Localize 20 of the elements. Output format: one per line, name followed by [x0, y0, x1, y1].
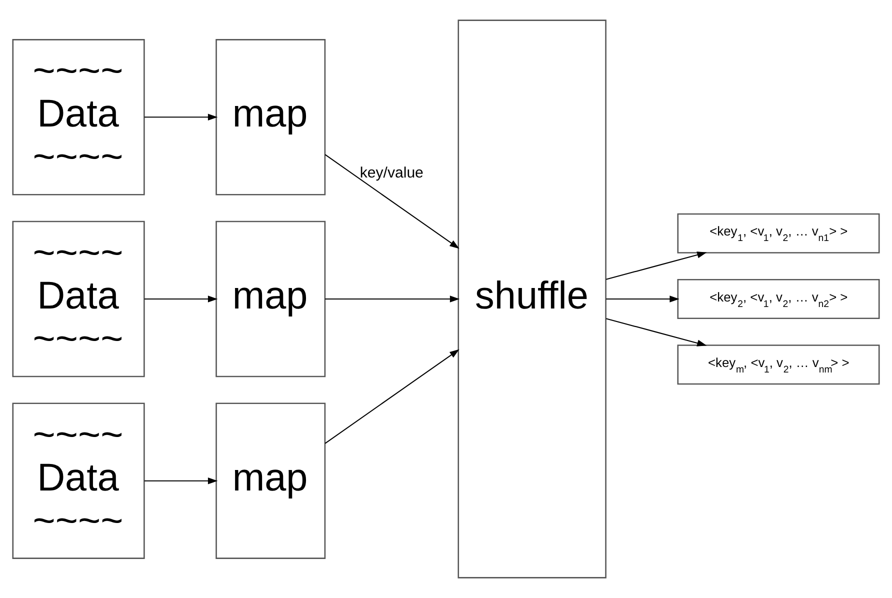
arrow [324, 349, 460, 444]
arrow [606, 318, 707, 346]
node-box: <key$_{2}$, <v$_{1}$, v$_{2}$, … v$_{n2}$> > [677, 278, 880, 320]
arrow [144, 296, 218, 302]
node-box: map [216, 39, 326, 196]
arrow [606, 252, 707, 280]
arrow [324, 154, 460, 249]
arrow [144, 114, 218, 121]
node-box: shuffle [458, 20, 606, 578]
node-box: ~~~~ Data ~~~~ [12, 39, 145, 196]
arrow [325, 296, 460, 302]
node-box: ~~~~ Data ~~~~ [12, 402, 145, 559]
node-box: map [216, 220, 326, 378]
node-box: ~~~~ Data ~~~~ [12, 220, 145, 378]
edge-label: key/value [360, 164, 424, 182]
arrow [606, 296, 680, 302]
node-box: map [216, 402, 326, 559]
node-box: <key$_{m}$, <v$_{1}$, v$_{2}$, … v$_{nm}$> > [677, 344, 880, 385]
arrow [144, 477, 218, 484]
node-box: <key$_{1}$, <v$_{1}$, v$_{2}$, … v$_{n1}$> > [677, 213, 880, 254]
